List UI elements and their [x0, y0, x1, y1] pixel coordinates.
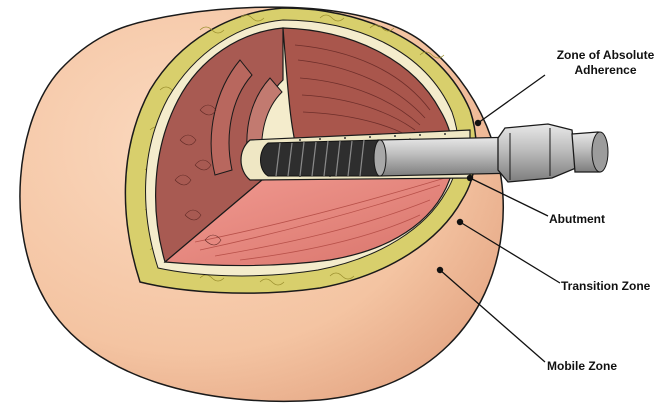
tissue-fold-outer	[210, 59, 253, 176]
label-transition-zone: Transition Zone	[561, 279, 651, 293]
leader-transition	[459, 221, 561, 284]
dot-zone-abs	[474, 119, 482, 127]
label-abutment: Abutment	[549, 212, 605, 226]
dot-mobile	[436, 266, 444, 274]
label-mobile-zone: Mobile Zone	[547, 359, 617, 373]
thread-ridges	[275, 139, 365, 177]
hex-connector	[497, 123, 577, 183]
label-zone-absolute-adherence: Zone of Absolute Adherence	[556, 48, 655, 77]
leader-abutment	[469, 177, 549, 217]
muscle-fibers-lower	[194, 177, 446, 261]
muscle-texture	[174, 104, 222, 246]
dot-abutment	[466, 174, 474, 182]
dot-transition	[456, 218, 464, 226]
leader-zone-abs	[477, 74, 546, 124]
leader-mobile	[439, 269, 546, 363]
